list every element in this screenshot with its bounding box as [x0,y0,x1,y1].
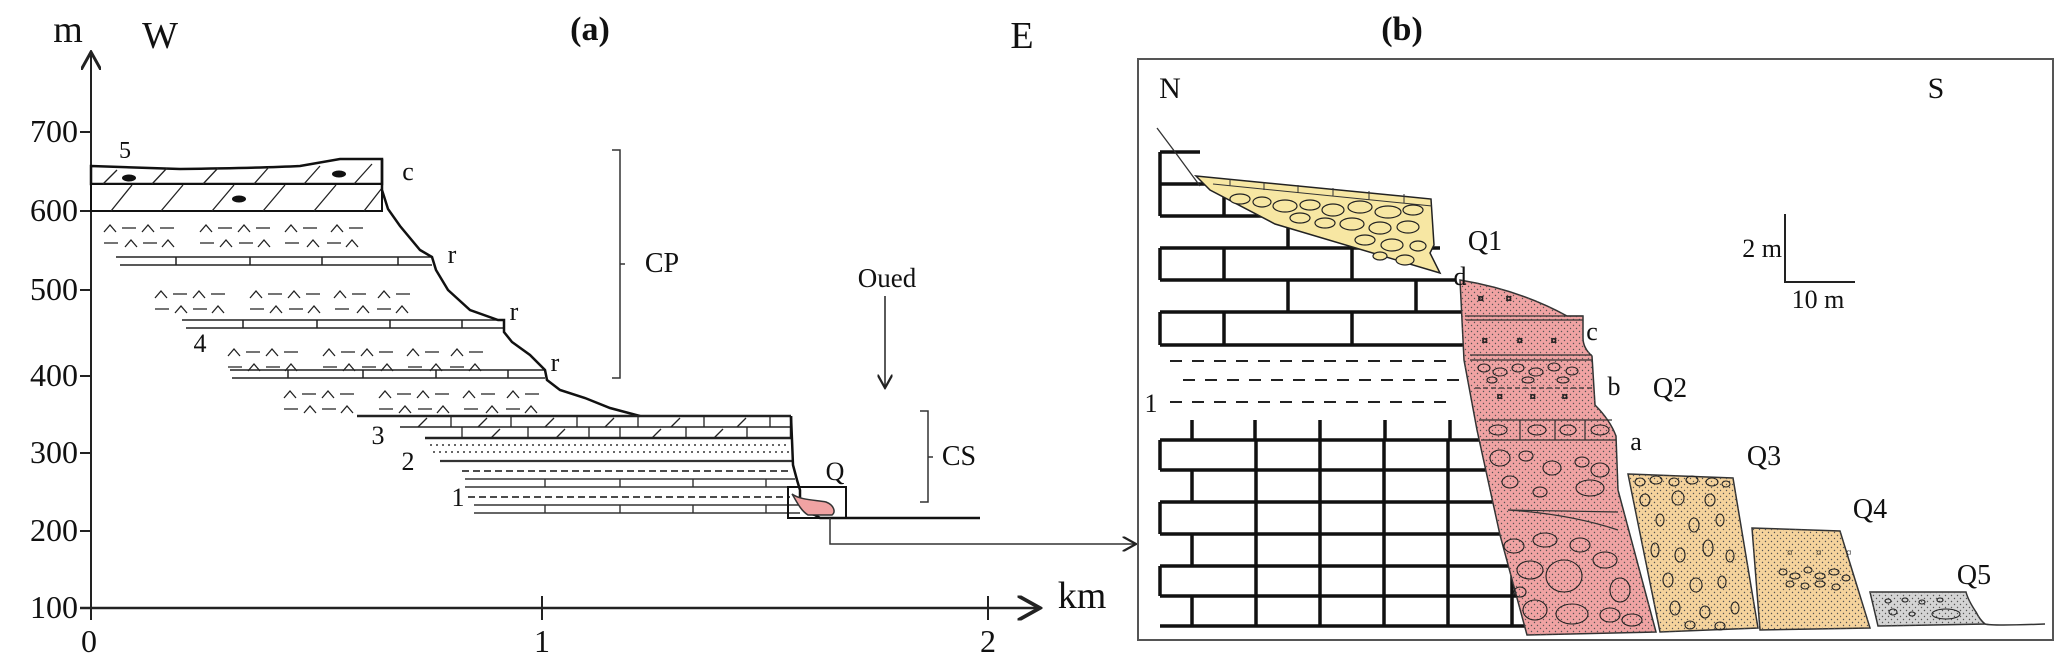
q2-sublevel-d: d [1454,262,1467,291]
terrace-label-q1: Q1 [1468,226,1502,257]
slope-profile [380,159,641,418]
terrace-q4: ¤ ¤ ¤ [1751,527,1872,631]
inset-label: Q [826,457,845,486]
terrace-label-q4: Q4 [1853,494,1887,525]
y-axis-unit: m [53,9,83,51]
scale-vertical: 2 m [1742,234,1782,263]
ledge-label: r [551,348,560,377]
svg-text:¤: ¤ [1562,391,1568,403]
terrace-label-q2: Q2 [1653,373,1687,404]
unit-label-2: 2 [402,447,415,476]
unit-label-1: 1 [452,483,465,512]
y-ticks: 100 200 300 400 500 600 700 [30,113,91,625]
svg-text:¤: ¤ [1482,335,1488,347]
q4-symbol: ¤ [1787,547,1793,559]
unit-5-cap-layer [89,157,384,212]
svg-text:¤: ¤ [1517,335,1523,347]
south-label: S [1928,72,1945,105]
unit-2-sandstone [430,444,792,463]
marl-interval [1170,360,1470,403]
q2-sublevel-b: b [1608,372,1621,401]
inset-box [787,486,847,519]
limestone-ledges [116,256,545,379]
svg-text:¤: ¤ [1530,391,1536,403]
x-axis-unit: km [1058,575,1107,617]
terrace-q3 [1627,473,1759,633]
y-tick-label: 100 [30,589,78,625]
y-tick-label: 700 [30,113,78,149]
gypsiferous-marl-beds [103,224,539,414]
panel-b: (b) N S 1 [1137,11,2054,641]
panel-b-title: (b) [1381,11,1423,48]
north-label: N [1159,72,1181,105]
cs-label: CS [942,441,976,472]
x-tick-label: 0 [81,623,97,659]
q2-sublevel-c: c [1586,317,1598,346]
connector-arrow [829,518,1136,544]
svg-text:¤: ¤ [1506,293,1512,305]
x-ticks: 0 1 2 [81,596,996,659]
bedrock-unit-label: 1 [1145,389,1158,418]
scale-bar: 2 m 10 m [1742,214,1855,314]
limestone-bedrock [1158,150,1615,628]
cornice-label: c [402,157,414,186]
unit-label-4: 4 [194,329,207,358]
ledge-label: r [448,240,457,269]
terrace-q2: ¤ ¤ ¤ ¤ ¤ ¤ ¤ ¤ [1459,279,1657,636]
q4-symbol: ¤ [1816,547,1822,559]
svg-text:¤: ¤ [1497,391,1503,403]
y-tick-label: 600 [30,192,78,228]
svg-text:¤: ¤ [1478,293,1484,305]
unit-label-3: 3 [372,421,385,450]
q2-sublevel-a: a [1630,427,1642,456]
panel-a-title: (a) [570,11,610,48]
terrace-q5 [1869,591,2046,627]
ledge-label: r [510,297,519,326]
unit-1-marl-limestone [462,470,800,514]
terrace-label-q5: Q5 [1957,560,1991,591]
y-tick-label: 200 [30,512,78,548]
svg-text:¤: ¤ [1551,335,1557,347]
cp-bracket [612,149,625,379]
unit-label-5: 5 [119,138,131,164]
bedrock-slope-line [1156,127,1201,187]
quaternary-deposit [791,493,835,516]
unit-3-dolomite [357,414,793,440]
q4-symbol: ¤ [1846,547,1852,559]
river-label: Oued [858,263,917,293]
cp-label: CP [645,248,679,279]
y-tick-label: 500 [30,271,78,307]
y-tick-label: 400 [30,357,78,393]
lower-scarp [789,415,980,520]
west-label: W [142,15,178,57]
terrace-label-q3: Q3 [1747,441,1781,472]
cs-bracket [920,410,933,503]
east-label: E [1010,15,1033,57]
y-tick-label: 300 [30,434,78,470]
panel-a: (a) m W E km 100 200 300 400 500 600 700 [30,9,1136,659]
x-tick-label: 2 [980,623,996,659]
terrace-q1 [1193,175,1442,275]
scale-horizontal: 10 m [1792,285,1845,314]
x-tick-label: 1 [534,623,550,659]
